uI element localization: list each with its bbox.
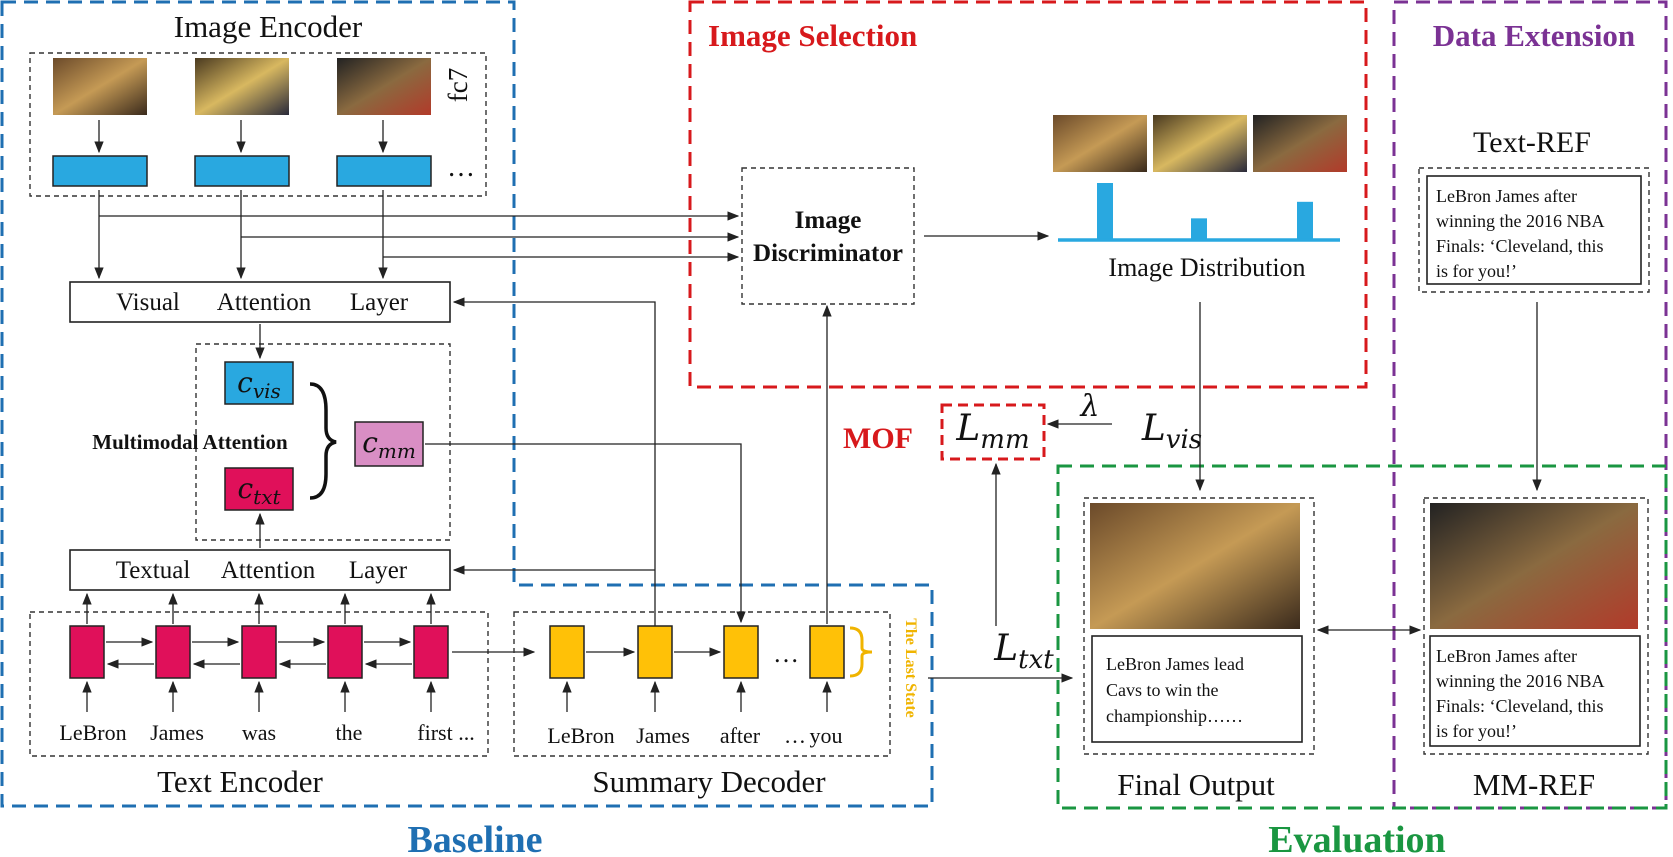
l-vis-label: Lvis	[1141, 408, 1202, 455]
multimodal-attention-box	[195, 343, 451, 541]
visual-attention-word-3: Layer	[350, 289, 409, 316]
input-image-2	[195, 58, 289, 115]
l-mm-label: Lmm	[955, 408, 1029, 455]
distribution-bar-1	[1097, 183, 1113, 240]
text-encoder-word-2: James	[150, 720, 204, 745]
c-txt-label: ctxt	[237, 472, 281, 509]
visual-feature-2	[194, 155, 290, 187]
combine-brace	[309, 382, 337, 500]
image-discriminator-label-line-2: Discriminator	[753, 240, 903, 267]
final-output-text-line-1: LeBron James lead	[1106, 654, 1244, 674]
text-encoder-cell-2	[155, 625, 191, 679]
image-distribution-label: Image Distribution	[1108, 253, 1305, 282]
text-encoder-cells	[69, 625, 449, 679]
text-encoder-cell-3	[241, 625, 277, 679]
candidate-image-2	[1153, 115, 1247, 172]
decoder-word-4: …	[784, 723, 806, 748]
text-ref-caption-line-3: Finals: ‘Cleveland, this	[1436, 236, 1603, 256]
data-extension-title: Data Extension	[1433, 18, 1635, 53]
visual-attention-word-2: Attention	[217, 289, 312, 316]
text-encoder-title: Text Encoder	[157, 764, 323, 799]
baseline-title: Baseline	[407, 819, 542, 857]
decoder-cell-4	[809, 625, 845, 679]
decoder-word-2: James	[636, 723, 690, 748]
decoder-word-3: after	[720, 723, 761, 748]
baseline-region-frame	[0, 0, 934, 808]
image-encoder-box	[29, 52, 487, 197]
c-vis-box	[224, 361, 294, 405]
fc7-label: fc7	[443, 68, 473, 102]
visual-attention-word-1: Visual	[116, 289, 180, 316]
text-ref-inner-box	[1426, 175, 1642, 285]
textual-attention-layer	[69, 549, 451, 591]
mm-ref-caption-line-1: LeBron James after	[1436, 646, 1577, 666]
input-image-1	[53, 58, 147, 115]
visual-feature-1	[52, 155, 148, 187]
textual-attention-word-2: Attention	[221, 557, 316, 584]
multimodal-attention-label: Multimodal Attention	[92, 430, 288, 454]
textual-attention-word-3: Layer	[349, 557, 408, 584]
mm-ref-outer-box	[1423, 497, 1649, 755]
image-encoder-title: Image Encoder	[174, 9, 363, 44]
text-ref-title: Text-REF	[1473, 126, 1591, 159]
text-encoder-cell-1	[69, 625, 105, 679]
image-discriminator-label-line-1: Image	[795, 207, 862, 234]
text-ref-caption-line-2: winning the 2016 NBA	[1436, 211, 1605, 231]
text-ref-caption-line-1: LeBron James after	[1436, 186, 1577, 206]
c-txt-box	[224, 467, 294, 511]
evaluation-region-frame	[1056, 464, 1668, 810]
l-txt-label: Ltxt	[993, 628, 1054, 675]
mm-ref-caption-line-4: is for you!’	[1436, 721, 1517, 741]
textual-attention-word-1: Textual	[116, 557, 191, 584]
decoder-cell-2	[637, 625, 673, 679]
image-distribution-bars	[1097, 183, 1313, 240]
c-mm-box	[354, 421, 424, 467]
evaluation-title: Evaluation	[1268, 819, 1445, 857]
candidate-image-3	[1253, 115, 1347, 172]
decoder-cell-1	[549, 625, 585, 679]
image-selection-region-frame	[688, 0, 1368, 389]
final-output-text-box	[1091, 635, 1303, 743]
image-selection-title: Image Selection	[708, 18, 917, 53]
visual-attention-layer	[69, 281, 451, 323]
final-output-image	[1090, 503, 1300, 629]
text-encoder-word-5: first ...	[417, 720, 474, 745]
text-encoder-word-1: LeBron	[59, 720, 126, 745]
text-encoder-cell-5	[413, 625, 449, 679]
mm-ref-caption-line-3: Finals: ‘Cleveland, this	[1436, 696, 1603, 716]
decoder-ellipsis: …	[773, 639, 799, 668]
last-state-label: The Last State	[902, 618, 919, 718]
c-vis-label: cvis	[237, 366, 281, 403]
final-output-title: Final Output	[1117, 767, 1275, 802]
summary-decoder-title: Summary Decoder	[592, 764, 826, 799]
final-output-text-line-2: Cavs to win the	[1106, 680, 1219, 700]
final-output-text-line-3: championship……	[1106, 706, 1243, 726]
last-state-brace	[849, 626, 873, 678]
text-encoder-cell-4	[327, 625, 363, 679]
decoder-word-5: you	[810, 723, 843, 748]
image-discriminator-box	[741, 167, 915, 305]
lambda-label: λ	[1079, 389, 1099, 424]
mm-ref-caption-line-2: winning the 2016 NBA	[1436, 671, 1605, 691]
input-image-3	[337, 58, 431, 115]
mof-label: MOF	[843, 422, 913, 455]
distribution-bar-3	[1297, 201, 1313, 240]
visual-feature-ellipsis: …	[447, 152, 475, 183]
distribution-bar-2	[1191, 218, 1207, 240]
visual-feature-3	[336, 155, 432, 187]
c-mm-label: cmm	[362, 426, 416, 463]
mm-ref-image	[1430, 503, 1638, 629]
mm-ref-title: MM-REF	[1473, 767, 1595, 802]
l-mm-box	[940, 403, 1046, 461]
text-ref-caption-line-4: is for you!’	[1436, 261, 1517, 281]
mm-ref-text-box	[1429, 635, 1641, 747]
candidate-image-1	[1053, 115, 1147, 172]
decoder-cell-3	[723, 625, 759, 679]
text-encoder-word-4: the	[336, 720, 363, 745]
decoder-word-1: LeBron	[547, 723, 614, 748]
summary-decoder-box	[513, 611, 891, 757]
text-ref-outer-box	[1418, 167, 1650, 293]
text-encoder-word-3: was	[242, 720, 276, 745]
